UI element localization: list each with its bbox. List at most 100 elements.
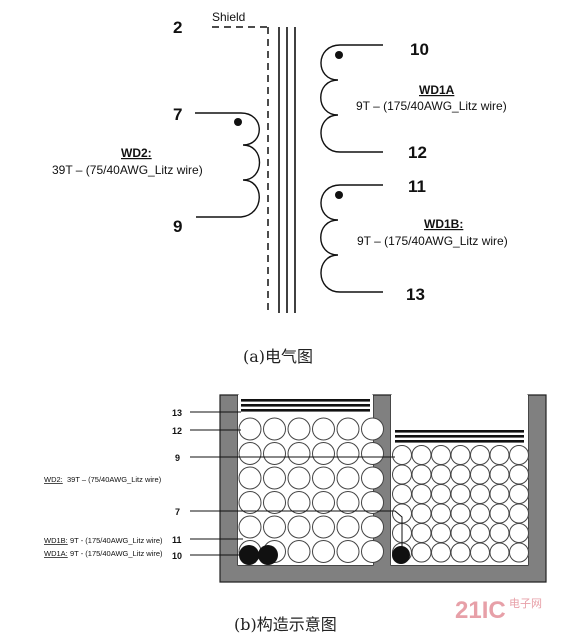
- construction-wd1b-name: WD1B:: [44, 536, 68, 545]
- wire-strand: [470, 503, 490, 524]
- wire-strand: [392, 445, 412, 465]
- wire-strand: [509, 523, 529, 543]
- construction-num-12: 12: [172, 426, 182, 436]
- pin-13: 13: [406, 285, 425, 304]
- wire-strand: [450, 542, 471, 563]
- wire-strand: [509, 445, 529, 465]
- wire-strand: [509, 503, 529, 524]
- wire-strand: [431, 445, 451, 465]
- wire-strand: [509, 542, 529, 563]
- wire-strand: [411, 484, 432, 504]
- wd1a-name: WD1A: [419, 83, 455, 97]
- wire-strand: [263, 491, 286, 514]
- wire-strand: [411, 523, 432, 543]
- leader-lines: [190, 411, 403, 556]
- construction-num-9: 9: [175, 453, 180, 463]
- wire-strand: [450, 484, 471, 504]
- wire-strand: [336, 491, 360, 514]
- wire-strand: [450, 464, 471, 485]
- wire-strand: [489, 503, 510, 524]
- pin-11: 11: [408, 177, 426, 196]
- wd2-spec: 39T – (75/40AWG_Litz wire): [52, 163, 203, 177]
- left-winding-layers: [241, 399, 370, 412]
- electrical-schematic: Shield 2 7 9 10 12 11 13 WD2: 39T – (75/…: [52, 10, 508, 366]
- wire-strand: [312, 466, 335, 490]
- left-wire-grid: [238, 417, 384, 563]
- construction-num-11: 11: [172, 535, 182, 545]
- wire-strand: [411, 464, 432, 485]
- wire-strand: [431, 542, 451, 563]
- construction-wd1a-spec: 9T - (175/40AWG_Litz wire): [70, 549, 163, 558]
- wd1a-conductor-2: [258, 545, 278, 565]
- wd1a-conductor-1: [239, 545, 259, 565]
- wire-strand: [263, 442, 286, 465]
- wire-strand: [336, 466, 360, 490]
- wire-strand: [450, 445, 471, 465]
- wd2-name: WD2:: [121, 146, 152, 160]
- wire-strand: [361, 466, 384, 490]
- wd1b-polarity-dot: [335, 191, 343, 199]
- wire-strand: [238, 491, 262, 514]
- wire-strand: [470, 484, 490, 504]
- wire-strand: [287, 491, 311, 514]
- watermark-sub: 电子网: [509, 597, 542, 610]
- wire-strand: [509, 484, 529, 504]
- shield-label: Shield: [212, 10, 245, 24]
- construction-num-10: 10: [172, 551, 182, 561]
- construction-wd2-spec: 39T – (75/40AWG_Litz wire): [67, 475, 162, 484]
- wire-strand: [287, 466, 311, 490]
- construction-diagram: 13 12 9 7 11 10 WD2: 39T – (75/40AWG_Lit…: [44, 394, 547, 634]
- wire-strand: [238, 515, 262, 539]
- wire-strand: [509, 464, 529, 485]
- wire-strand: [263, 466, 286, 490]
- construction-wd1a-name: WD1A:: [44, 549, 68, 558]
- wire-strand: [489, 542, 510, 563]
- wire-strand: [238, 417, 262, 441]
- wire-strand: [312, 442, 335, 465]
- wire-strand: [431, 464, 451, 485]
- wire-strand: [431, 503, 451, 524]
- wire-strand: [392, 484, 412, 504]
- wd2-polarity-dot: [234, 118, 242, 126]
- wd1a-winding: [320, 44, 383, 153]
- watermark-brand: 21IC: [455, 597, 506, 624]
- pin-2: 2: [173, 18, 182, 37]
- wire-strand: [287, 442, 311, 465]
- wd1b-conductor: [392, 546, 410, 564]
- wire-strand: [287, 515, 311, 539]
- wire-strand: [287, 540, 311, 563]
- wire-strand: [336, 540, 360, 563]
- pin-12: 12: [408, 143, 427, 162]
- wire-strand: [312, 515, 335, 539]
- right-wire-grid: [392, 445, 529, 563]
- wire-strand: [470, 523, 490, 543]
- wire-strand: [361, 417, 384, 441]
- wd1b-winding: [320, 184, 383, 293]
- wire-strand: [336, 417, 360, 441]
- caption-b: (b)构造示意图: [234, 615, 337, 634]
- wire-strand: [431, 523, 451, 543]
- wire-strand: [470, 542, 490, 563]
- wire-strand: [361, 442, 384, 465]
- watermark: 21IC 电子网: [455, 597, 542, 624]
- wd1a-polarity-dot: [335, 51, 343, 59]
- construction-num-13: 13: [172, 408, 182, 418]
- construction-num-7: 7: [175, 507, 180, 517]
- wire-strand: [411, 542, 432, 563]
- wire-strand: [361, 540, 384, 563]
- wire-strand: [470, 445, 490, 465]
- wd1a-spec: 9T – (175/40AWG_Litz wire): [356, 99, 507, 113]
- wire-strand: [287, 417, 311, 441]
- wire-strand: [312, 540, 335, 563]
- wire-strand: [263, 417, 286, 441]
- wd1b-name: WD1B:: [424, 217, 463, 231]
- wire-strand: [238, 466, 262, 490]
- wire-strand: [489, 464, 510, 485]
- wire-strand: [489, 484, 510, 504]
- wire-strand: [489, 523, 510, 543]
- caption-a: (a)电气图: [243, 347, 313, 366]
- pin-9: 9: [173, 217, 182, 236]
- wire-strand: [312, 491, 335, 514]
- wire-strand: [431, 484, 451, 504]
